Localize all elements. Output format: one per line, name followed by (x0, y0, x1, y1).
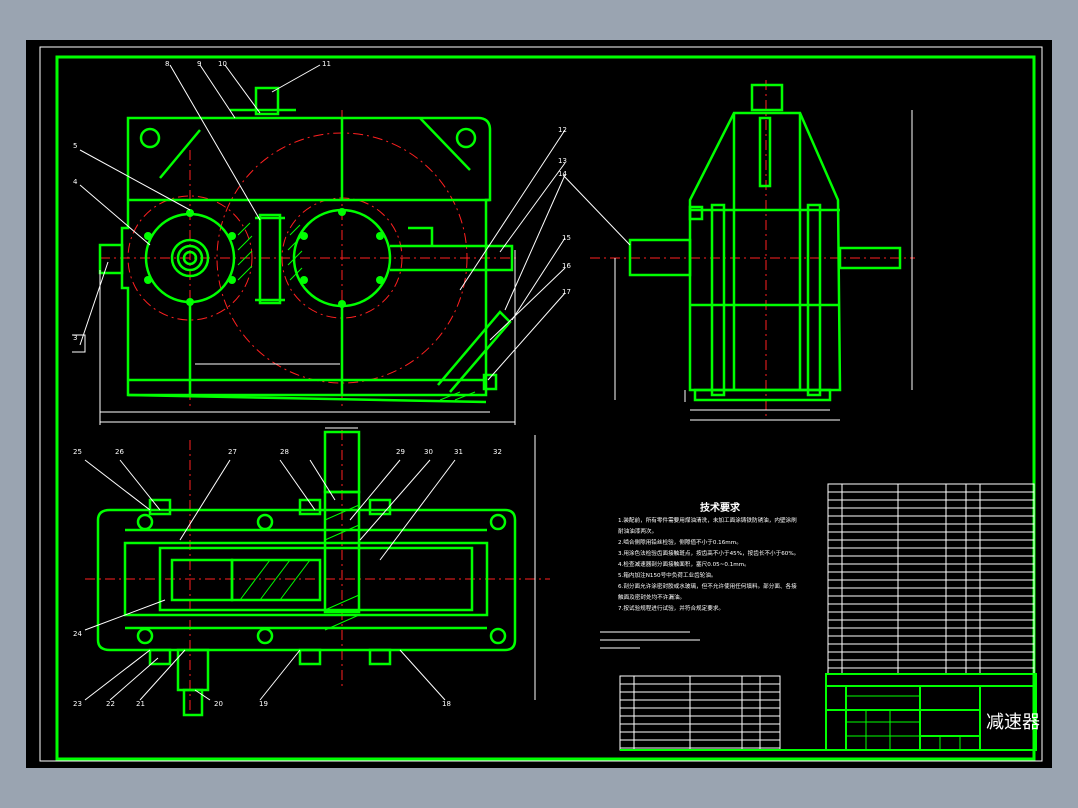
balloon-15: 15 (562, 234, 571, 242)
balloon-5: 5 (73, 142, 77, 150)
drawing-sheet (26, 40, 1052, 768)
balloon-26: 26 (115, 448, 124, 456)
balloon-32: 32 (493, 448, 502, 456)
title-block-grid (846, 695, 961, 750)
balloon-12: 12 (558, 126, 567, 134)
balloon-29: 29 (396, 448, 405, 456)
drawing-border (55, 55, 1036, 761)
balloon-10: 10 (218, 60, 227, 68)
balloon-13: 13 (558, 157, 567, 165)
top-housing (96, 508, 517, 652)
balloon-28: 28 (280, 448, 289, 456)
technical-requirements: 技术要求 1.装配前，所有零件需要用煤油清洗，未加工面涂铸铁防锈油，内壁涂刷 耐… (618, 501, 799, 612)
tech-req-line-7: 6.剖分面允许涂密封胶或水玻璃，但不允许使用任何填料。部分面、各接 (618, 582, 797, 590)
tech-req-line-1: 1.装配前，所有零件需要用煤油清洗，未加工面涂铸铁防锈油，内壁涂刷 (618, 516, 797, 524)
balloon-20: 20 (214, 700, 223, 708)
balloon-4: 4 (73, 178, 78, 186)
balloon-17: 17 (562, 288, 571, 296)
side-dimensions (562, 110, 913, 421)
housing-outline (120, 116, 492, 397)
front-dimensions (72, 250, 516, 425)
balloon-22: 22 (106, 700, 115, 708)
balloon-30: 30 (424, 448, 433, 456)
balloon-9: 9 (197, 60, 201, 68)
balloon-27: 27 (228, 448, 237, 456)
tech-req-line-3: 2.啮合侧隙用铅丝检验，侧隙值不小于0.16mm。 (618, 538, 742, 546)
part-balloons: 5 4 3 8 9 10 11 12 13 14 15 16 17 25 26 … (73, 60, 571, 708)
balloon-19: 19 (259, 700, 268, 708)
title-block (620, 673, 1037, 751)
balloon-8: 8 (165, 60, 169, 68)
bom-table (619, 483, 1035, 751)
balloon-3: 3 (73, 334, 77, 342)
tech-req-line-2: 耐油油漆两次。 (618, 527, 657, 535)
front-leaders (79, 64, 566, 381)
top-view (85, 430, 550, 717)
tech-req-title: 技术要求 (700, 501, 741, 514)
balloon-14: 14 (558, 170, 567, 178)
balloon-18: 18 (442, 700, 451, 708)
drawing-title: 减速器 (986, 712, 1040, 733)
bolt-holes (144, 208, 384, 308)
spec-notes (600, 631, 700, 649)
tech-req-line-9: 7.按试验规程进行试验，并符合规定要求。 (618, 604, 724, 612)
front-view (98, 86, 520, 410)
tech-req-line-5: 4.检查减速器剖分面接触面积，塞尺0.05~0.1mm。 (618, 560, 750, 568)
balloon-25: 25 (73, 448, 82, 456)
outer-frame (39, 46, 1043, 762)
side-view (590, 80, 915, 420)
top-dimensions (84, 427, 536, 701)
balloon-24: 24 (73, 630, 82, 638)
balloon-21: 21 (136, 700, 145, 708)
balloon-11: 11 (322, 60, 331, 68)
balloon-23: 23 (73, 700, 82, 708)
tech-req-line-8: 触面及密封处均不许漏油。 (618, 593, 685, 601)
tech-req-line-6: 5.箱内加注N150号中负荷工业齿轮油。 (618, 571, 717, 579)
balloon-31: 31 (454, 448, 463, 456)
tech-req-line-4: 3.用涂色法检验齿面接触斑点，按齿高不小于45%，按齿长不小于60%。 (618, 549, 799, 557)
balloon-16: 16 (562, 262, 571, 270)
